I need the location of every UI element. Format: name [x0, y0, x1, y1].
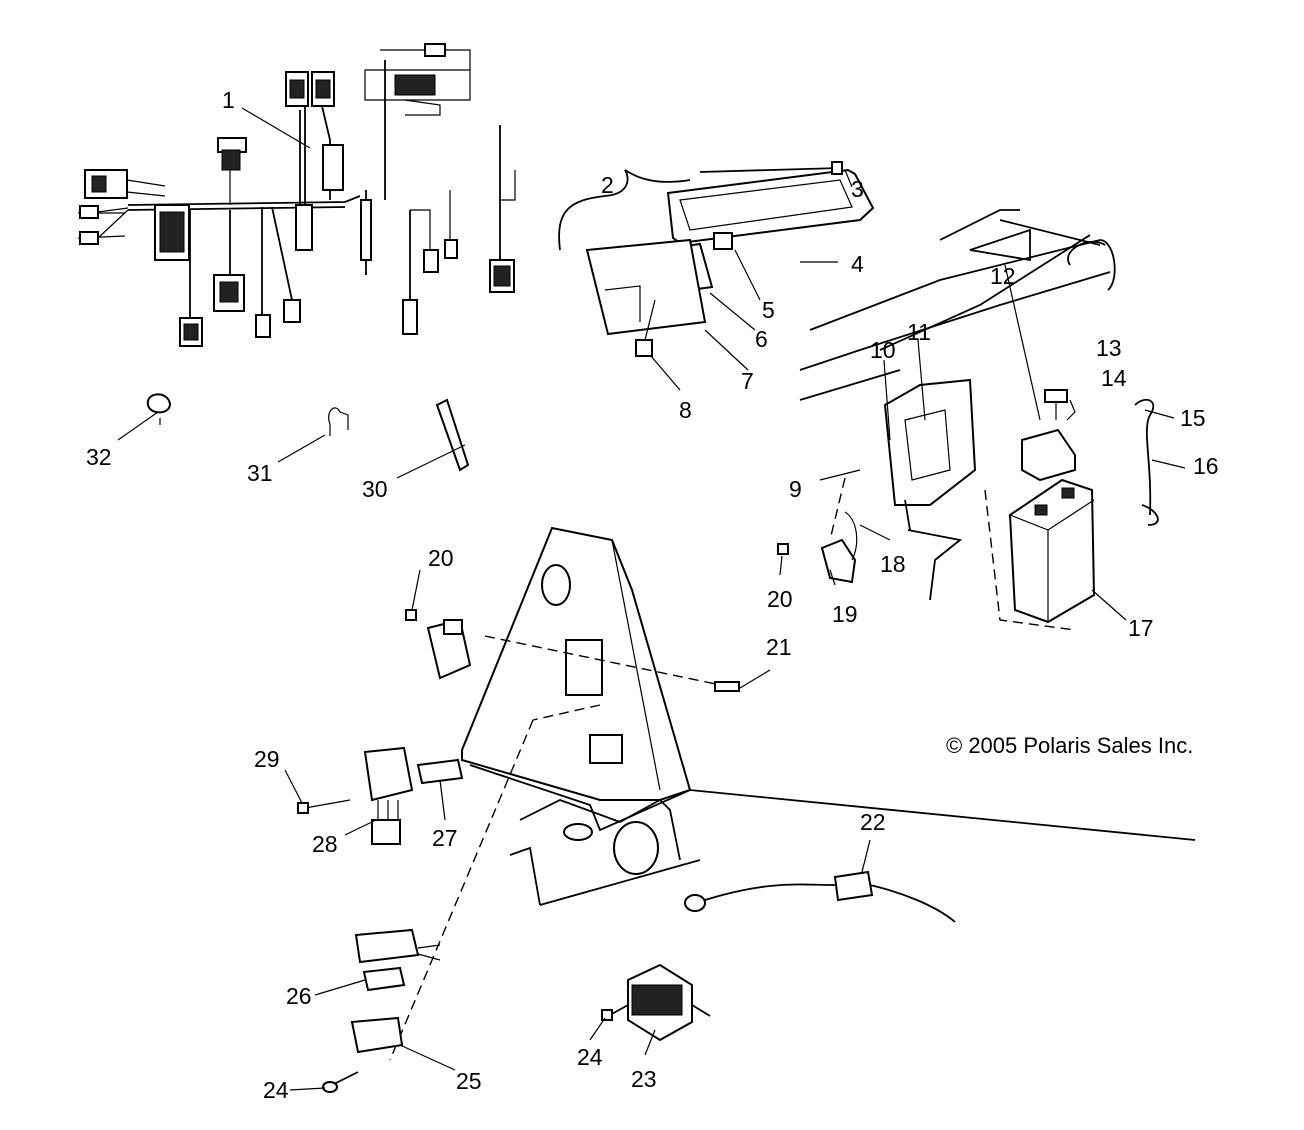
- callout-9: 9: [789, 476, 802, 502]
- leader-lines: [117, 169, 1186, 1091]
- copyright-notice: © 2005 Polaris Sales Inc.: [946, 733, 1193, 758]
- callout-25: 25: [456, 1068, 482, 1094]
- callout-labels: 1 2 3 4 5 6 7 8 9 10 11 12 13 14 15 16 1…: [86, 87, 1219, 1103]
- callout-3: 3: [851, 176, 864, 202]
- callout-22: 22: [860, 809, 886, 835]
- callout-11: 11: [907, 319, 931, 345]
- callout-7: 7: [741, 368, 754, 394]
- callout-12: 12: [990, 263, 1016, 289]
- callout-24-bolt: 24: [263, 1077, 289, 1103]
- callout-31: 31: [247, 460, 273, 486]
- callout-18: 18: [880, 551, 906, 577]
- small-parts: [146, 393, 470, 472]
- callout-20-bracket: 20: [767, 586, 793, 612]
- callout-23: 23: [631, 1066, 657, 1092]
- callout-14: 14: [1101, 365, 1127, 391]
- callout-27: 27: [432, 825, 458, 851]
- callout-4: 4: [851, 251, 864, 277]
- callout-10: 10: [870, 337, 896, 363]
- callout-28: 28: [312, 831, 338, 857]
- callout-8: 8: [679, 397, 692, 423]
- callout-32: 32: [86, 444, 112, 470]
- callout-21: 21: [766, 634, 792, 660]
- tail-light-assembly: [558, 161, 875, 357]
- callout-16: 16: [1193, 453, 1219, 479]
- callout-17: 17: [1128, 615, 1154, 641]
- callout-20-cdi: 20: [428, 545, 454, 571]
- callout-5: 5: [762, 297, 775, 323]
- electrical-modules: [297, 609, 956, 1093]
- callout-2: 2: [601, 172, 614, 198]
- callout-15: 15: [1180, 405, 1206, 431]
- center-frame: [389, 526, 1196, 1061]
- callout-26: 26: [286, 983, 312, 1009]
- callout-13: 13: [1096, 335, 1122, 361]
- callout-24-rectifier: 24: [577, 1044, 603, 1070]
- wire-harness: [77, 43, 516, 347]
- callout-6: 6: [755, 326, 768, 352]
- callout-30: 30: [362, 476, 388, 502]
- callout-29: 29: [254, 746, 280, 772]
- callout-1: 1: [222, 87, 235, 113]
- frame-battery-box: [777, 209, 1159, 631]
- callout-19: 19: [832, 601, 858, 627]
